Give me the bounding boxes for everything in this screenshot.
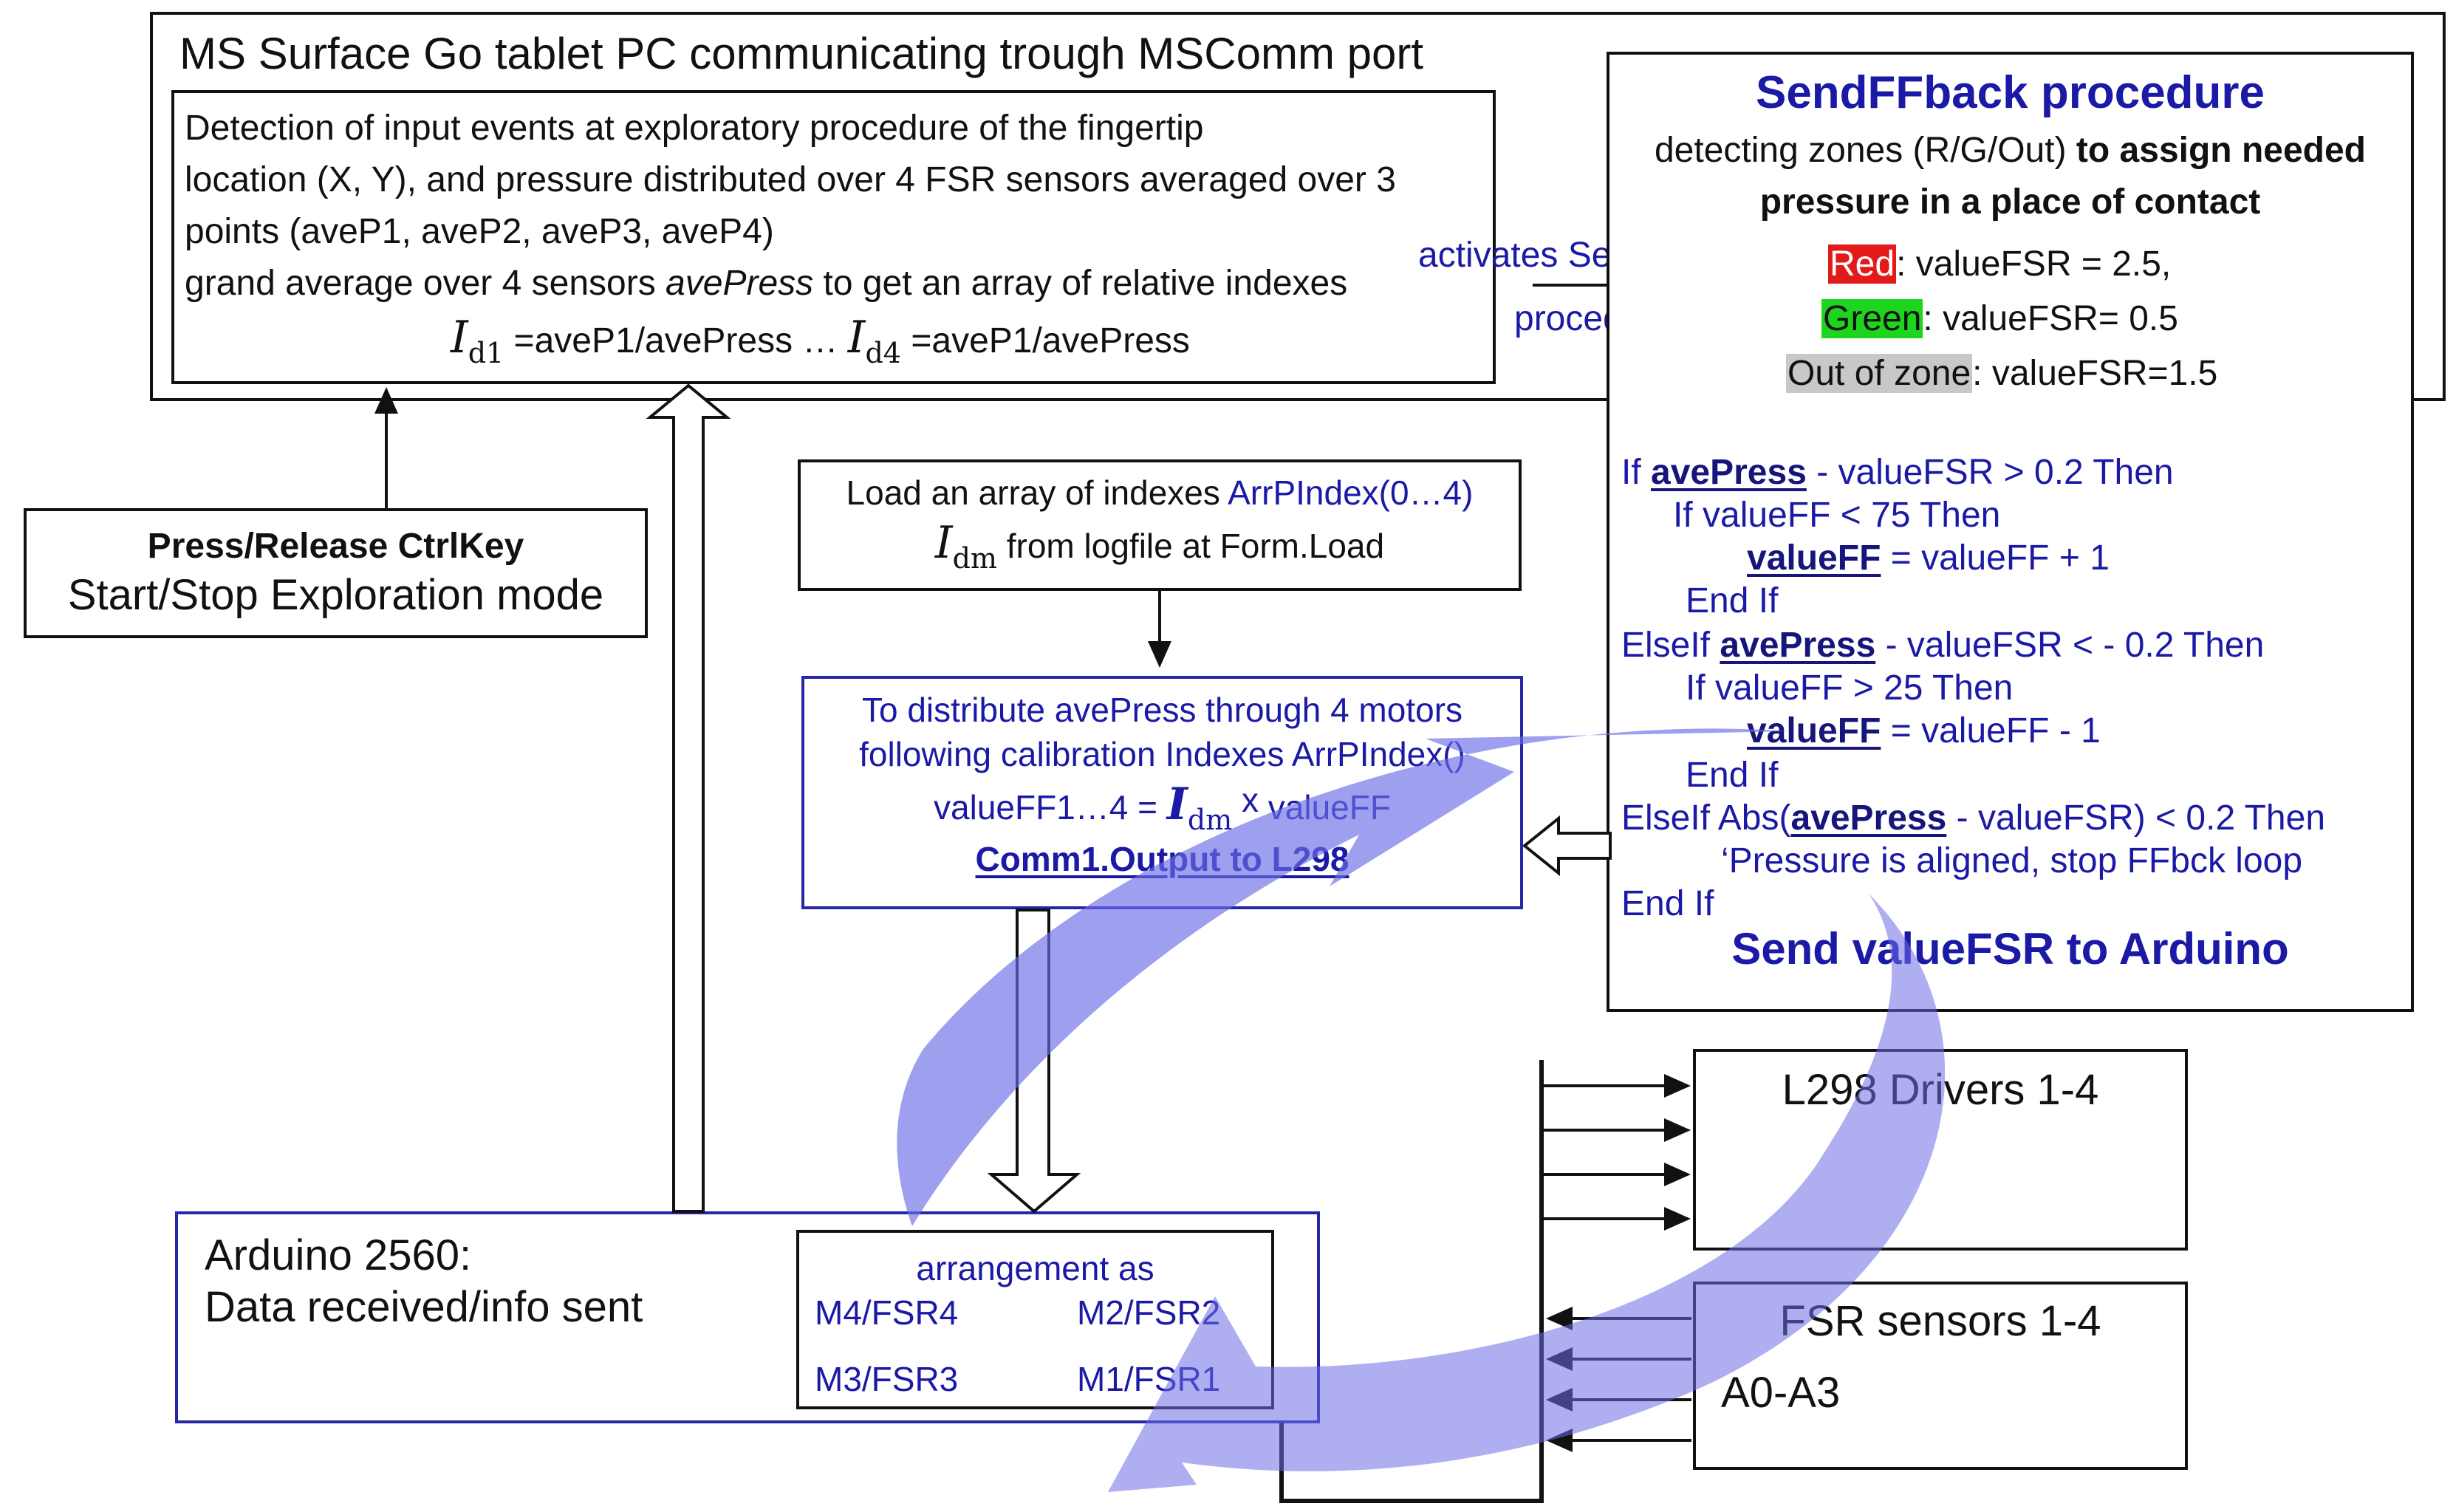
detection-line-4: grand average over 4 sensors avePress to… bbox=[185, 264, 1348, 303]
arduino-line-2: Data received/info sent bbox=[205, 1283, 643, 1331]
sendffback-desc-2: pressure in a place of contact bbox=[1759, 182, 2261, 222]
zone-green: Green: valueFSR= 0.5 bbox=[1821, 299, 2178, 338]
code-line-6: If valueFF > 25 Then bbox=[1686, 668, 2014, 708]
code-line-4: End If bbox=[1686, 581, 1779, 620]
hollow-left-arrow bbox=[1522, 815, 1612, 877]
code-line-11: End If bbox=[1621, 884, 1714, 923]
index-formula: Id1 =aveP1/avePress … Id4 =aveP1/avePres… bbox=[451, 312, 1190, 369]
zone-out: Out of zone: valueFSR=1.5 bbox=[1786, 354, 2218, 393]
sendffback-box bbox=[1607, 52, 2414, 1012]
ctrlkey-box bbox=[24, 508, 648, 638]
loop-arrow-lower bbox=[1108, 894, 1946, 1492]
out-zone-label: Out of zone bbox=[1786, 354, 1973, 393]
sendffback-title: SendFFback procedure bbox=[1755, 67, 2265, 118]
zone-red: Red: valueFSR = 2.5, bbox=[1828, 244, 2172, 284]
sendffback-desc-1: detecting zones (R/G/Out) to assign need… bbox=[1654, 131, 2366, 170]
arduino-line-1: Arduino 2560: bbox=[205, 1231, 472, 1279]
code-line-9: ElseIf Abs(avePress - valueFSR) < 0.2 Th… bbox=[1621, 798, 2326, 838]
loop-arrow-upper bbox=[897, 728, 1787, 1226]
load-line-1: Load an array of indexes ArrPIndex(0…4) bbox=[846, 473, 1474, 512]
load-line-2: Idm from logfile at Form.Load bbox=[934, 517, 1385, 575]
code-line-1: If avePress - valueFSR > 0.2 Then bbox=[1621, 453, 2174, 492]
send-to-arduino: Send valueFSR to Arduino bbox=[1731, 924, 2289, 974]
arrangement-m4: M4/FSR4 bbox=[815, 1293, 959, 1332]
hollow-up-arrow bbox=[646, 383, 731, 1213]
code-line-8: End If bbox=[1686, 756, 1779, 795]
load-array-box bbox=[798, 459, 1522, 591]
distribute-line-2: following calibration Indexes ArrPIndex(… bbox=[859, 735, 1465, 773]
detection-line-1: Detection of input events at exploratory… bbox=[185, 109, 1204, 148]
tablet-pc-box bbox=[150, 12, 2446, 401]
ctrlkey-line-1: Press/Release CtrlKey bbox=[147, 527, 524, 566]
code-line-10: ‘Pressure is aligned, stop FFbck loop bbox=[1721, 841, 2303, 880]
fsr-label: FSR sensors 1-4 bbox=[1779, 1297, 2101, 1345]
detection-box bbox=[171, 90, 1496, 384]
fsr-pins: A0-A3 bbox=[1721, 1369, 1841, 1417]
tablet-title: MS Surface Go tablet PC communicating tr… bbox=[179, 29, 1423, 78]
arrangement-m2: M2/FSR2 bbox=[1077, 1293, 1221, 1332]
arrangement-m3: M3/FSR3 bbox=[815, 1360, 959, 1398]
detection-line-2: location (X, Y), and pressure distribute… bbox=[185, 160, 1396, 199]
code-line-2: If valueFF < 75 Then bbox=[1673, 496, 2001, 535]
arrangement-title: arrangement as bbox=[916, 1249, 1154, 1287]
code-line-5: ElseIf avePress - valueFSR < - 0.2 Then bbox=[1621, 626, 2265, 665]
green-zone-label: Green bbox=[1821, 299, 1923, 338]
code-line-3: valueFF = valueFF + 1 bbox=[1747, 538, 2110, 578]
red-zone-label: Red bbox=[1828, 244, 1897, 284]
distribute-line-1: To distribute avePress through 4 motors bbox=[861, 691, 1463, 729]
detection-line-3: points (aveP1, aveP2, aveP3, aveP4) bbox=[185, 212, 774, 251]
ctrlkey-line-2: Start/Stop Exploration mode bbox=[67, 571, 604, 619]
